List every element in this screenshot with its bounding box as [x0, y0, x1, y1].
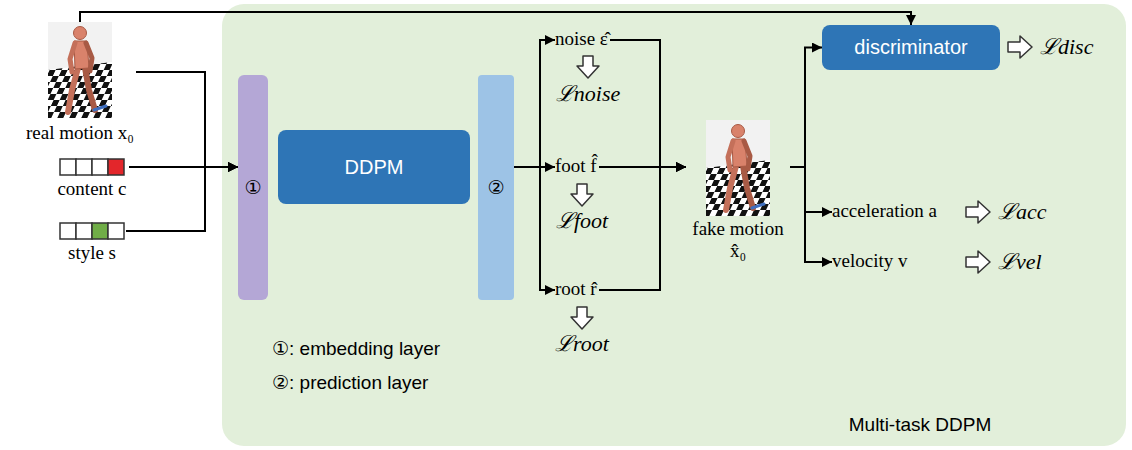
hollow-arrow: [966, 201, 990, 223]
hollow-arrow: [571, 184, 593, 206]
legend-note: ①: embedding layer: [272, 338, 440, 360]
connector-arrow: [790, 48, 822, 168]
prediction-layer: ②: [478, 75, 514, 300]
input-vector: style s: [58, 220, 126, 266]
legend-note: ②: prediction layer: [272, 372, 428, 394]
connector-arrow: [514, 167, 555, 290]
vector-cell: [60, 159, 76, 175]
embedding-layer: ①: [238, 75, 268, 300]
node-text: velocity v: [832, 250, 907, 272]
connector-arrow: [136, 72, 238, 167]
node-text: Multi-task DDPM: [849, 414, 992, 436]
node-text: ②: [487, 177, 504, 199]
output-label: root r̂: [555, 278, 599, 302]
node-text: real motion x₀: [26, 122, 134, 144]
node-text: content c: [57, 178, 126, 200]
loss-label: ℒfoot: [556, 208, 608, 233]
label-holder: ℒnoise: [556, 81, 620, 106]
vector-cell: [60, 223, 76, 239]
style-vector-cells: [60, 223, 124, 239]
vector-cell: [76, 223, 92, 239]
loss-label: ℒacc: [998, 199, 1047, 224]
label-holder: ℒdisc: [1040, 34, 1093, 59]
network-box: discriminator: [822, 25, 1000, 70]
label-holder: ℒroot: [555, 331, 609, 356]
node-text: acceleration a: [832, 200, 937, 222]
motion-figure: real motion x₀: [24, 22, 136, 146]
loss-label: ℒvel: [998, 249, 1042, 274]
output-label: foot f̂: [555, 155, 599, 179]
connector-arrow: [599, 167, 686, 290]
vector-cell: [92, 223, 108, 239]
node-text: style s: [68, 242, 116, 264]
connector-arrow: [126, 167, 238, 231]
label-holder: ②: prediction layer: [272, 372, 428, 394]
connector-arrow: [129, 166, 238, 168]
motion-figure: fake motion x̂₀: [686, 120, 790, 264]
output-label: noise ε̂: [555, 28, 610, 52]
connector-arrow: [514, 40, 555, 167]
network-box: DDPM: [278, 130, 470, 204]
connector-arrow: [599, 166, 686, 168]
label-holder: ℒvel: [998, 249, 1042, 274]
vector-cell: [92, 159, 108, 175]
label-holder: ℒfoot: [556, 208, 608, 233]
node-text: ①: [244, 177, 261, 199]
node-text: noise ε̂: [555, 28, 608, 50]
output-label: acceleration a: [832, 200, 939, 224]
node-text: fake motion x̂₀: [688, 218, 788, 262]
connector-arrow: [610, 40, 686, 167]
connector-arrow: [80, 12, 911, 25]
input-vector: content c: [55, 156, 129, 202]
label-holder: ℒacc: [998, 199, 1047, 224]
label-holder: ①: embedding layer: [272, 338, 440, 360]
hollow-arrow: [1008, 36, 1032, 58]
content-vector-cells: [60, 159, 124, 175]
fake-motion-image: [706, 120, 770, 216]
real-motion-image: [48, 22, 112, 118]
hollow-arrow: [571, 307, 593, 329]
hollow-arrow: [966, 251, 990, 273]
node-text: discriminator: [854, 36, 967, 59]
loss-label: ℒdisc: [1040, 34, 1093, 59]
loss-label: ℒroot: [555, 331, 609, 356]
connector-arrow: [790, 167, 832, 262]
loss-label: ℒnoise: [556, 81, 620, 106]
node-text: DDPM: [345, 156, 404, 179]
connector-arrow: [790, 167, 832, 212]
vector-cell: [108, 223, 124, 239]
connector-arrow: [514, 166, 555, 168]
node-text: root r̂: [555, 278, 597, 300]
node-text: foot f̂: [555, 155, 597, 177]
vector-cell: [108, 159, 124, 175]
vector-cell: [76, 159, 92, 175]
hollow-arrow: [577, 56, 599, 78]
output-label: velocity v: [832, 250, 910, 274]
